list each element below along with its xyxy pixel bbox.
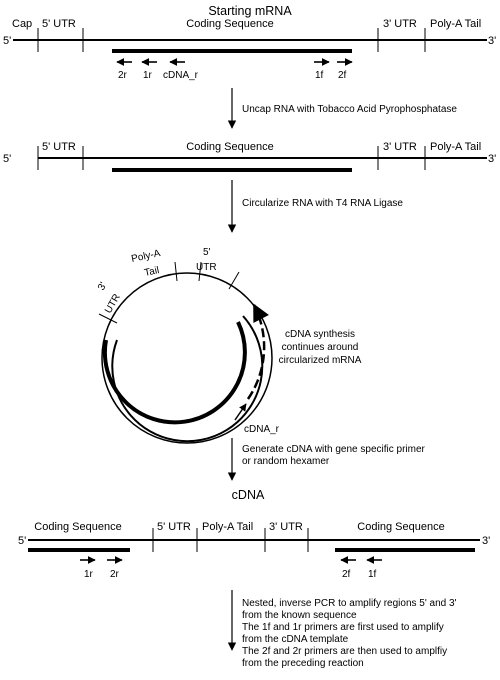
stage1-utr5-label: 5' UTR xyxy=(42,18,76,30)
circle-cdna-r-label: cDNA_r xyxy=(244,424,280,435)
step4-text-line2: from the known sequence xyxy=(242,610,357,621)
primer-2f-label: 2f xyxy=(338,70,347,81)
circle-region-tick xyxy=(228,271,240,290)
primer-cdna-r-label: cDNA_r xyxy=(163,70,199,81)
circle-cdna-r-primer-arrow xyxy=(234,403,247,421)
stage2-utr5-label: 5' UTR xyxy=(42,141,76,153)
stage1-end3: 3' xyxy=(488,35,496,47)
synthesis-note-line3: circularized mRNA xyxy=(279,355,362,366)
step1-text: Uncap RNA with Tobacco Acid Pyrophosphat… xyxy=(242,104,457,115)
stage1-cap-label: Cap xyxy=(12,18,32,30)
stage-cdna: cDNA 5' 3' Coding Sequence 5' UTR Poly-A… xyxy=(18,488,490,580)
stage3-primer-1f-label: 1f xyxy=(368,569,377,580)
circle-polya-label-b: Tail xyxy=(143,265,160,279)
step4-text-line1: Nested, inverse PCR to amplify regions 5… xyxy=(242,598,457,609)
step4-text-line4: from the cDNA template xyxy=(242,634,349,645)
circle-utr3-label-a: 3' xyxy=(96,280,109,292)
synthesis-note-line1: cDNA synthesis xyxy=(285,329,355,340)
stage3-polya-label: Poly-A Tail xyxy=(202,521,253,533)
stage3-primer-2r-label: 2r xyxy=(110,569,120,580)
circle-utr5-label-b: UTR xyxy=(196,262,217,273)
stage-starting-mrna: Starting mRNA 5' 3' Cap 5' UTR Coding Se… xyxy=(3,4,496,81)
stage3-end3: 3' xyxy=(482,535,490,547)
primer-1r-label: 1r xyxy=(143,70,153,81)
primer-2r-label: 2r xyxy=(118,70,128,81)
step4-text-line5: The 2f and 2r primers are then used to a… xyxy=(242,646,447,657)
circular-mrna xyxy=(101,272,273,444)
synthesis-note-line2: continues around xyxy=(282,342,359,353)
circle-coding-arc xyxy=(102,321,247,425)
step4-text-line3: The 1f and 1r primers are first used to … xyxy=(242,622,444,633)
stage3-coding-right-label: Coding Sequence xyxy=(357,521,444,533)
stage3-primer-2f-label: 2f xyxy=(342,569,351,580)
circle-polya-label-a: Poly-A xyxy=(130,248,161,265)
stage2-coding-label: Coding Sequence xyxy=(186,141,273,153)
stage1-end5: 5' xyxy=(3,35,11,47)
stage1-polya-label: Poly-A Tail xyxy=(430,18,481,30)
step2-text: Circularize RNA with T4 RNA Ligase xyxy=(242,198,403,209)
stage-uncapped-mrna: 5' 3' 5' UTR Coding Sequence 3' UTR Poly… xyxy=(3,141,496,172)
stage2-end3: 3' xyxy=(488,153,496,165)
cdna-synthesis-arc xyxy=(111,315,264,443)
stage3-right-bar xyxy=(335,548,475,552)
stage3-coding-left-label: Coding Sequence xyxy=(34,521,121,533)
stage3-end5: 5' xyxy=(18,535,26,547)
stage1-coding-bar xyxy=(112,49,352,53)
stage2-end5: 5' xyxy=(3,153,11,165)
stage2-polya-label: Poly-A Tail xyxy=(430,141,481,153)
primer-1f-label: 1f xyxy=(315,70,324,81)
stage1-utr3-label: 3' UTR xyxy=(383,18,417,30)
circle-region-tick xyxy=(98,313,118,324)
circle-utr5-label-a: 5' xyxy=(203,247,211,258)
circle-region-tick xyxy=(174,261,178,282)
step3-text-line1: Generate cDNA with gene specific primer xyxy=(242,444,426,455)
stage2-coding-bar xyxy=(112,168,352,172)
stage1-title: Starting mRNA xyxy=(208,4,292,18)
stage3-title: cDNA xyxy=(232,488,265,502)
stage3-utr5-label: 5' UTR xyxy=(157,521,191,533)
stage2-utr3-label: 3' UTR xyxy=(383,141,417,153)
circle-utr3-label-b: UTR xyxy=(103,292,123,315)
step4-text-line6: from the preceding reaction xyxy=(242,658,364,669)
step3-text-line2: or random hexamer xyxy=(242,456,330,467)
stage3-primer-1r-label: 1r xyxy=(84,569,94,580)
circularized-mrna: 3' UTR Poly-A Tail 5' UTR cDNA_r cDNA sy… xyxy=(96,247,362,444)
circle-region-tick xyxy=(198,261,202,282)
stage3-utr3-label: 3' UTR xyxy=(269,521,303,533)
stage1-coding-label: Coding Sequence xyxy=(186,18,273,30)
stage3-left-bar xyxy=(28,548,130,552)
